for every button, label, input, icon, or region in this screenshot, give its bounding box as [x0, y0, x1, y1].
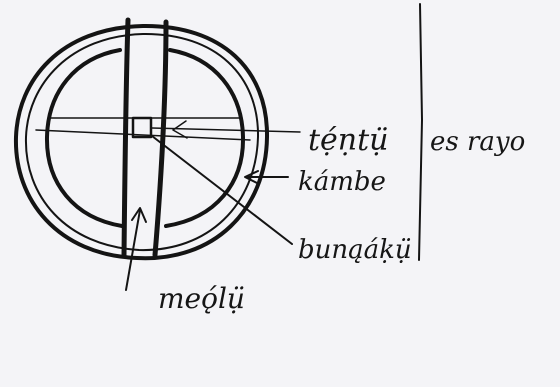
label-tentu: tẹ́ṇtụ̈ — [308, 123, 389, 158]
label-kambe: kámbe — [298, 167, 386, 197]
label-bunaaku: bunąáḳụ̈ — [298, 235, 412, 265]
outer-ring-inner — [26, 34, 258, 250]
center-band-left — [124, 20, 128, 255]
page-vertical-line — [419, 4, 422, 260]
outer-ring — [16, 26, 267, 258]
horizontal-chord-bottom — [36, 130, 250, 140]
left-inner-shape — [47, 50, 122, 226]
label-meolu: meǫ́lụ̈ — [158, 282, 245, 315]
pointer-bunaaku — [152, 136, 292, 244]
label-es-rayo: es rayo — [430, 127, 525, 157]
